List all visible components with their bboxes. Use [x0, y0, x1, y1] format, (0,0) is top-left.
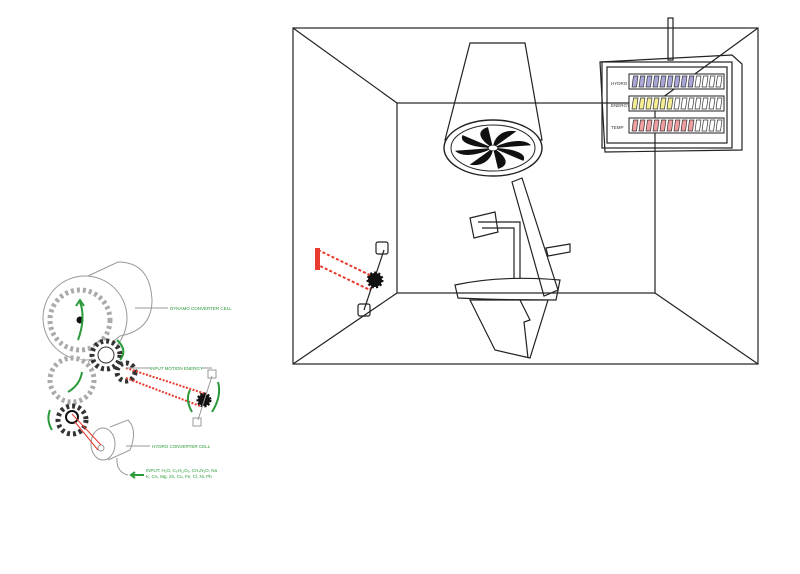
- panel-segment: [638, 97, 646, 110]
- panel-segment: [652, 97, 660, 110]
- panel-segment: [673, 75, 681, 88]
- panel-segment: [701, 97, 709, 110]
- input-label-line1: INPUT: H₂O, C₆H₁₂O₆, CH₄N₂O, Na: [146, 468, 217, 473]
- panel-segment: [666, 75, 674, 88]
- panel-segment: [673, 97, 681, 110]
- panel-segment: [680, 75, 688, 88]
- panel-segment: [694, 75, 702, 88]
- panel-segment: [701, 119, 709, 132]
- panel-segment: [687, 119, 695, 132]
- panel-segment: [659, 97, 667, 110]
- panel-segment: [645, 119, 653, 132]
- panel-segment: [638, 119, 646, 132]
- panel-segment: [652, 75, 660, 88]
- panel-segment: [645, 97, 653, 110]
- panel-segment: [680, 119, 688, 132]
- panel-label-hydro: HYDRO: [611, 81, 628, 86]
- status-panel: HYDRO ENERGY TEMP: [599, 17, 743, 153]
- room: [292, 27, 759, 365]
- panel-segment: [708, 75, 716, 88]
- panel-segment: [666, 119, 674, 132]
- panel-segment: [687, 75, 695, 88]
- panel-segment: [715, 97, 723, 110]
- mechanism-diagram: DYNAMO CONVERTER CELL INPUT MOTION ENERG…: [42, 261, 232, 479]
- panel-segment: [715, 119, 723, 132]
- input-label-line2: K, CA, Mg, Zn, Cu, Fe, Cl, Ni, Pb: [146, 474, 212, 479]
- input-motion-label: INPUT MOTION ENERGY: [150, 366, 203, 371]
- panel-segment: [631, 119, 639, 132]
- panel-segment: [687, 97, 695, 110]
- panel-label-energy: ENERGY: [611, 103, 630, 108]
- panel-segment: [659, 119, 667, 132]
- panel-segment: [708, 97, 716, 110]
- panel-segment: [673, 119, 681, 132]
- panel-segment: [694, 97, 702, 110]
- panel-segment: [659, 75, 667, 88]
- ceiling-fan-icon: [443, 42, 543, 177]
- panel-segment: [631, 97, 639, 110]
- panel-segment: [694, 119, 702, 132]
- panel-segment: [666, 97, 674, 110]
- dynamo-label: DYNAMO CONVERTER CELL: [170, 306, 232, 311]
- wall-motion-device: [315, 241, 389, 317]
- panel-segment: [645, 75, 653, 88]
- panel-segment: [701, 75, 709, 88]
- panel-segment: [708, 119, 716, 132]
- panel-segment: [638, 75, 646, 88]
- panel-segment: [631, 75, 639, 88]
- panel-label-temp: TEMP: [611, 125, 624, 130]
- panel-segment: [652, 119, 660, 132]
- chair: [454, 177, 571, 359]
- panel-segment: [715, 75, 723, 88]
- hydro-label: HYDRO CONVERTER CELL: [152, 444, 211, 449]
- panel-segment: [680, 97, 688, 110]
